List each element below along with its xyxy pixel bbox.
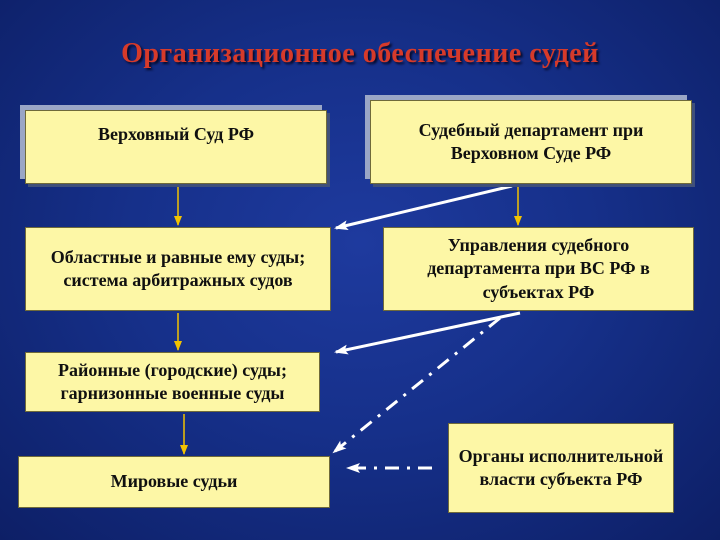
box-executive-bodies: Органы исполнительной власти субъекта РФ — [448, 423, 674, 513]
box-district-courts: Районные (городские) суды; гарнизонные в… — [25, 352, 320, 412]
box-judicial-department: Судебный департамент при Верховном Суде … — [370, 100, 692, 184]
box-department-offices: Управления судебного департамента при ВС… — [383, 227, 694, 311]
box-magistrates: Мировые судьи — [18, 456, 330, 508]
box-magistrates-label: Мировые судьи — [110, 471, 238, 492]
box-regional-courts-label: Областные и равные ему суды; система арб… — [50, 246, 306, 290]
box-executive-bodies-label: Органы исполнительной власти субъекта РФ — [458, 445, 664, 489]
arrow-offices-to-district — [334, 311, 521, 355]
box-regional-courts: Областные и равные ему суды; система арб… — [25, 227, 331, 311]
box-supreme-court-label: Верховный Суд РФ — [97, 124, 255, 144]
box-department-offices-label: Управления судебного департамента при ВС… — [427, 234, 650, 302]
slide-title: Организационное обеспечение судей — [121, 38, 599, 69]
box-district-courts-label: Районные (городские) суды; гарнизонные в… — [58, 359, 287, 403]
box-supreme-court: Верховный Суд РФ — [25, 110, 327, 184]
box-judicial-department-label: Судебный департамент при Верховном Суде … — [418, 119, 644, 163]
arrow-department-to-regional — [334, 184, 513, 231]
arrow-offices-to-magistrates — [332, 316, 501, 454]
